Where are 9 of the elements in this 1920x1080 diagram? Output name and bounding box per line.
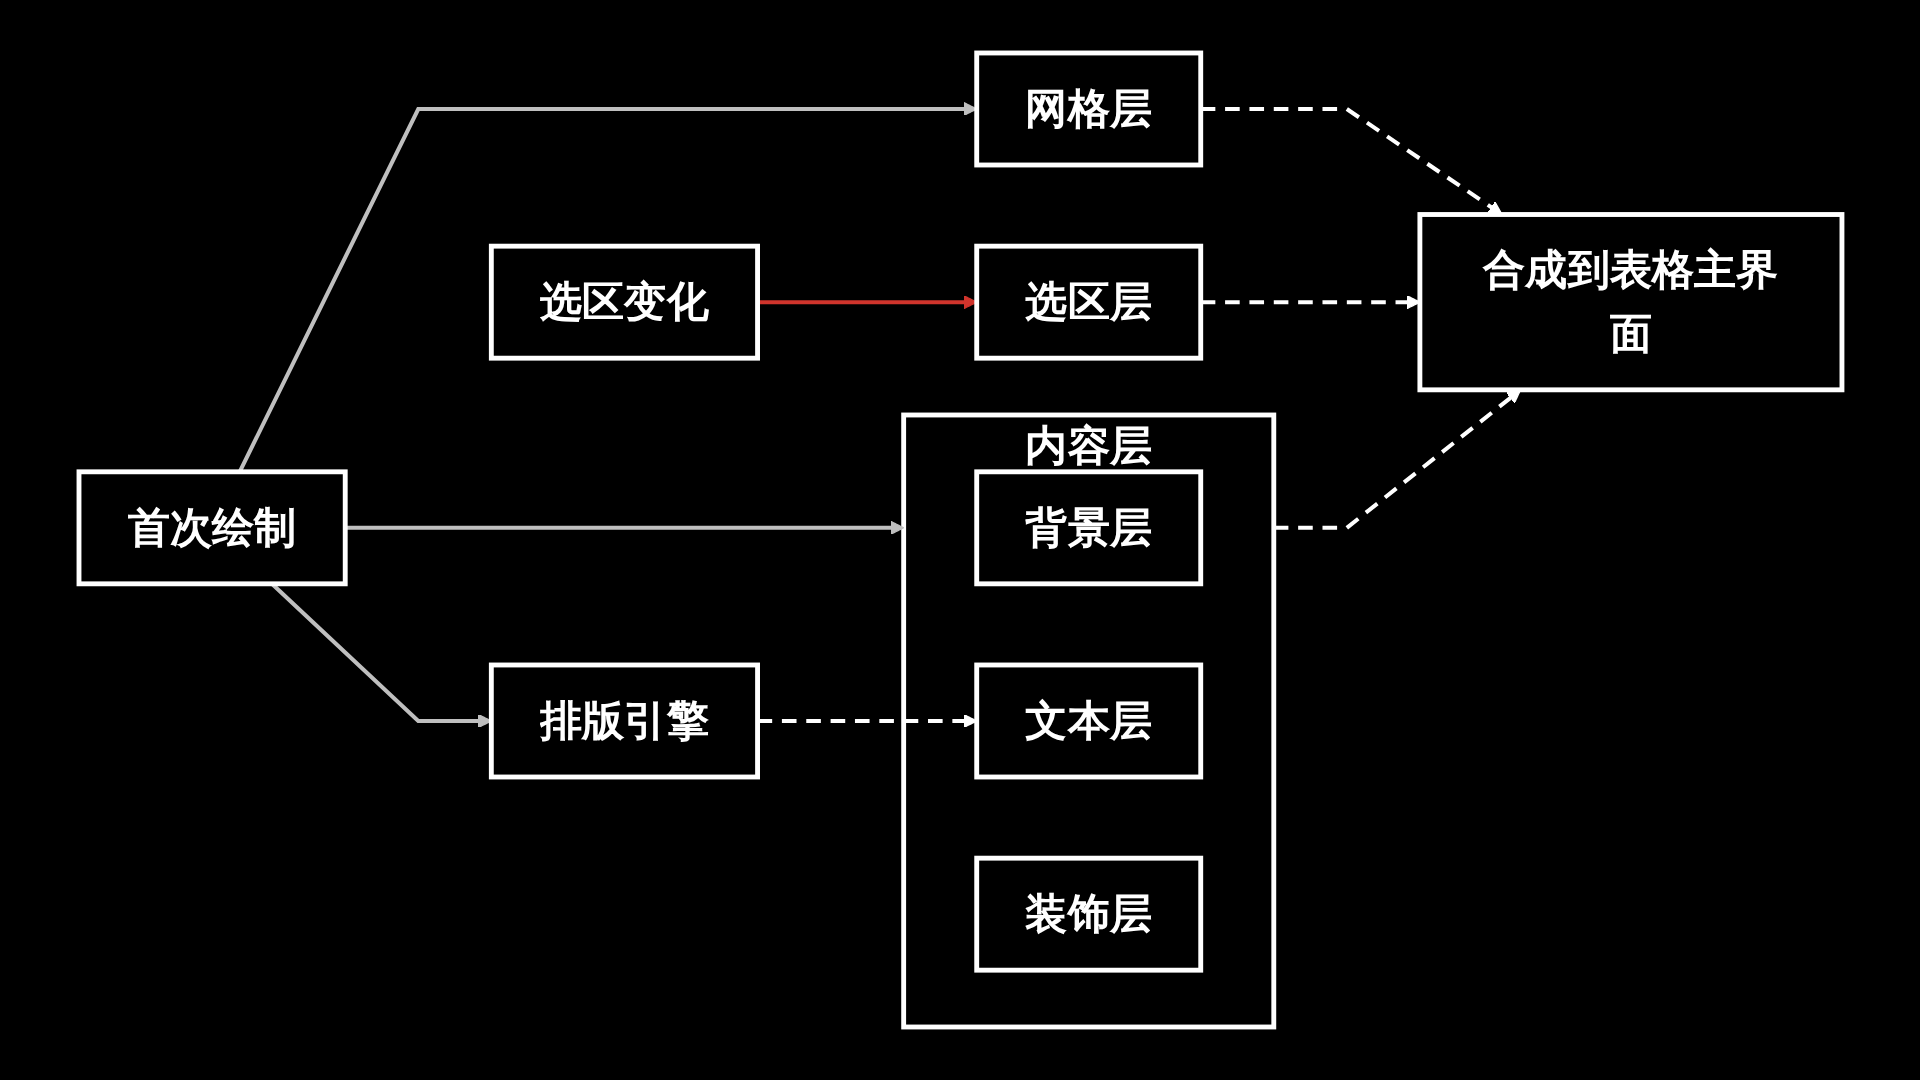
node-box: 网格层: [973, 50, 1203, 168]
node-box: 排版引擎: [488, 662, 760, 780]
node-box: 选区变化: [488, 243, 760, 361]
node-box: 合成到表格主界面: [1416, 212, 1844, 393]
node-box: 选区层: [973, 243, 1203, 361]
node-box: 装饰层: [973, 855, 1203, 973]
node-box: 背景层: [973, 469, 1203, 587]
node-box: 首次绘制: [76, 469, 348, 587]
node-box: 文本层: [973, 662, 1203, 780]
